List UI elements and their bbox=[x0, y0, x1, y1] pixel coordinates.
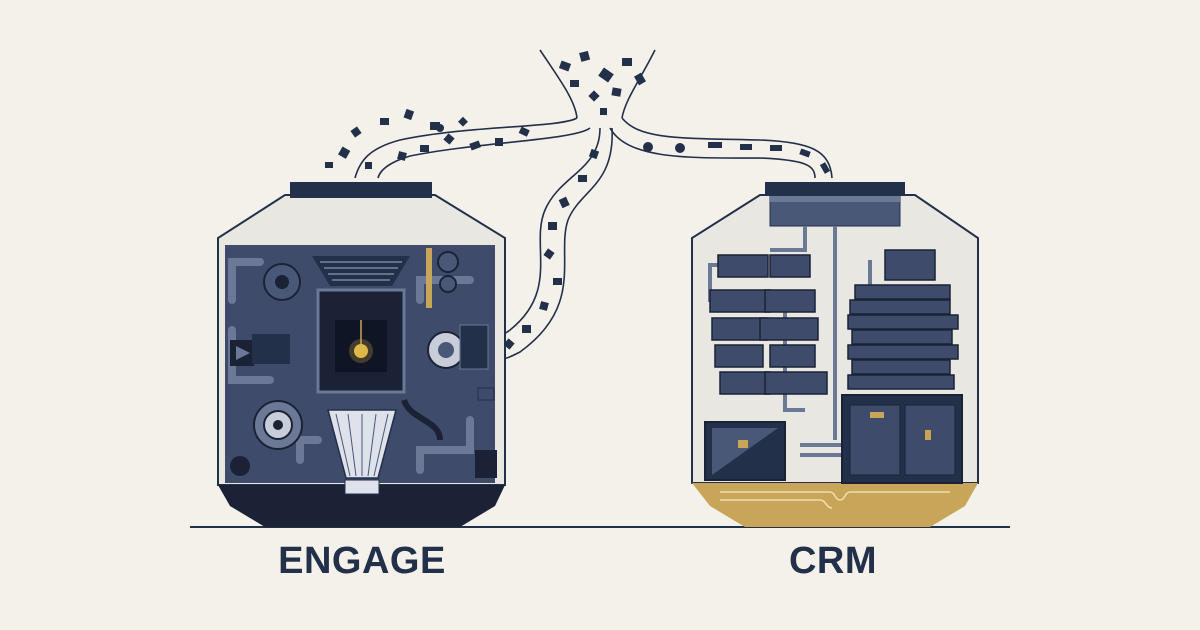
gear-icon bbox=[263, 263, 301, 301]
engage-label: ENGAGE bbox=[278, 540, 446, 582]
cabinet-left bbox=[704, 421, 786, 481]
engage-lid bbox=[290, 182, 432, 198]
crm-machine bbox=[691, 182, 979, 527]
gear-icon bbox=[427, 331, 465, 369]
crm-label: CRM bbox=[788, 540, 878, 582]
engage-machine bbox=[217, 182, 506, 527]
core-light bbox=[354, 344, 368, 358]
engage-base bbox=[218, 485, 505, 527]
cabinet-right bbox=[841, 394, 963, 484]
gear-icon bbox=[253, 400, 303, 450]
crm-base bbox=[692, 483, 978, 527]
crm-lid bbox=[765, 182, 905, 196]
server-stack-left bbox=[709, 254, 828, 395]
data-flow-pipes bbox=[354, 49, 833, 363]
server-stack-right bbox=[847, 249, 959, 390]
